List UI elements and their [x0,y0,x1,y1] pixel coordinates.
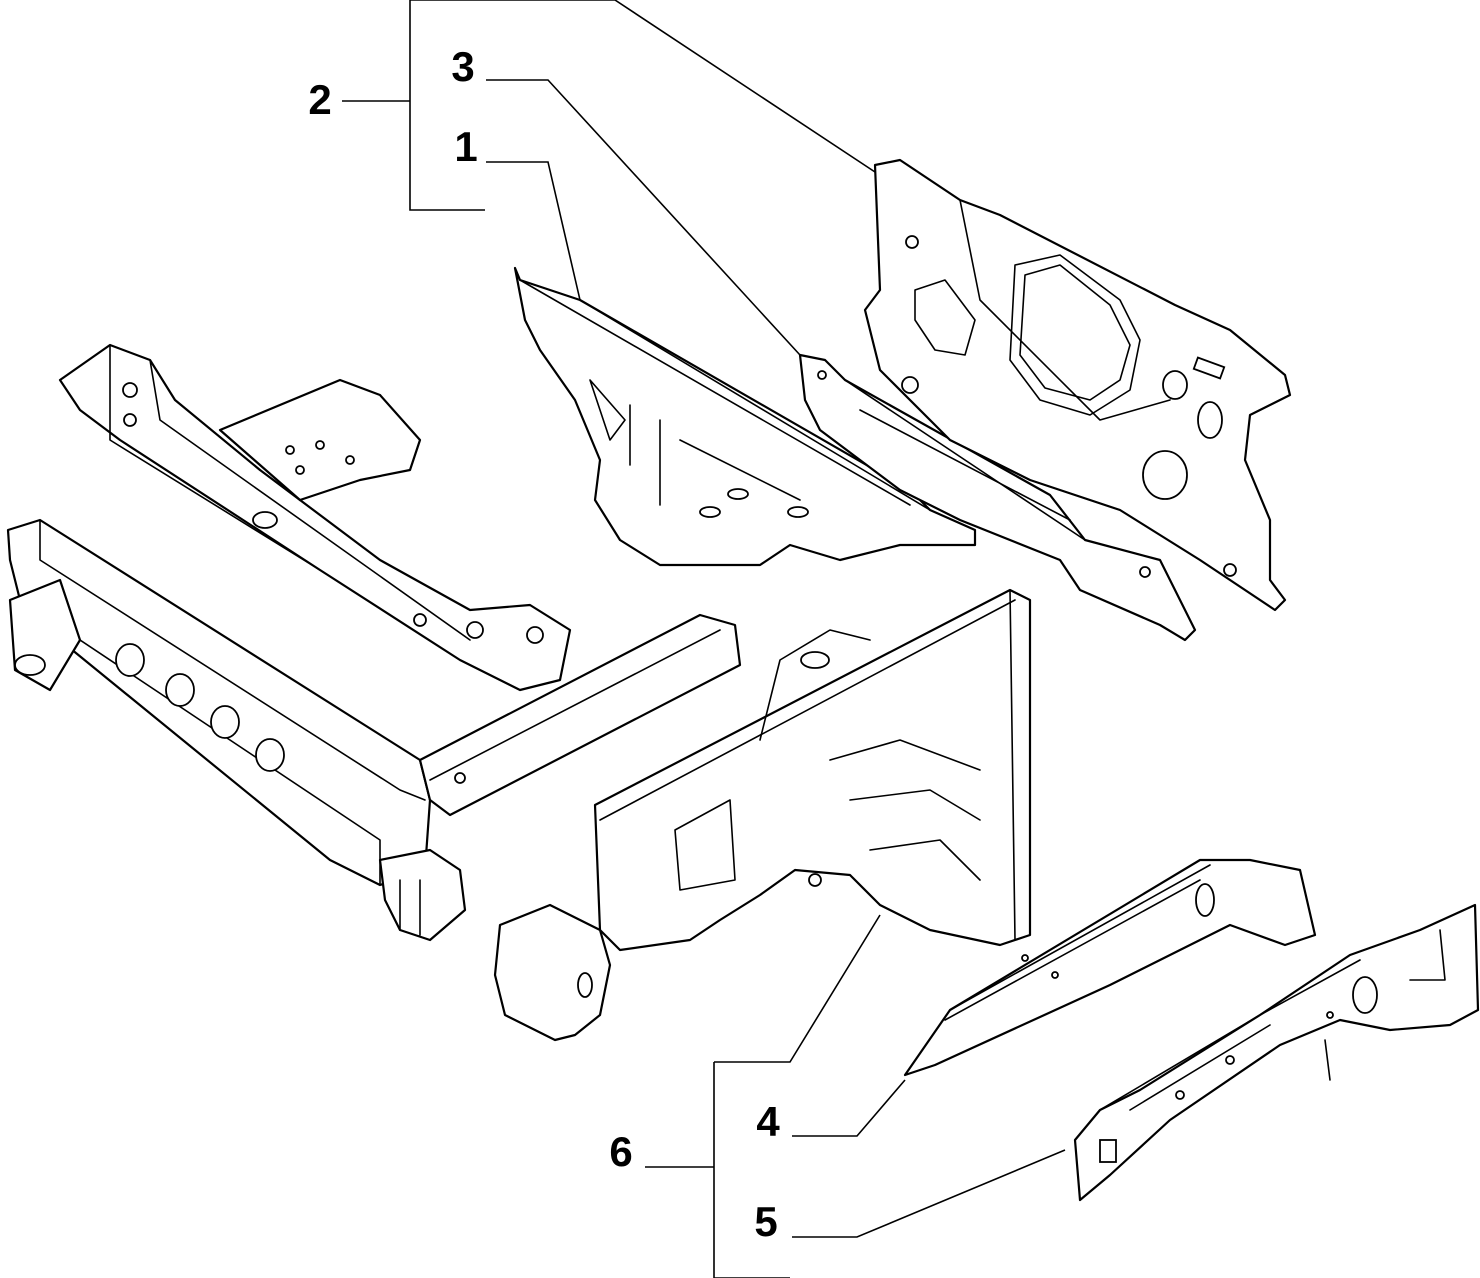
callout-5: 5 [754,1198,777,1245]
callout-2: 2 [308,76,331,123]
callout-4: 4 [756,1098,780,1145]
callout-1: 1 [454,123,477,170]
part-6-wheel-arch-panel [493,588,1032,1042]
callout-3: 3 [451,43,474,90]
part-1-dash-lower-panel [513,266,977,567]
front-end-assembly [6,343,742,942]
part-4-upper-rail [903,858,1317,1077]
part-2-bulkhead-panel [863,158,1292,612]
part-5-lower-rail [1073,903,1480,1202]
callout-leaders [342,0,1066,1278]
callout-6: 6 [609,1128,632,1175]
